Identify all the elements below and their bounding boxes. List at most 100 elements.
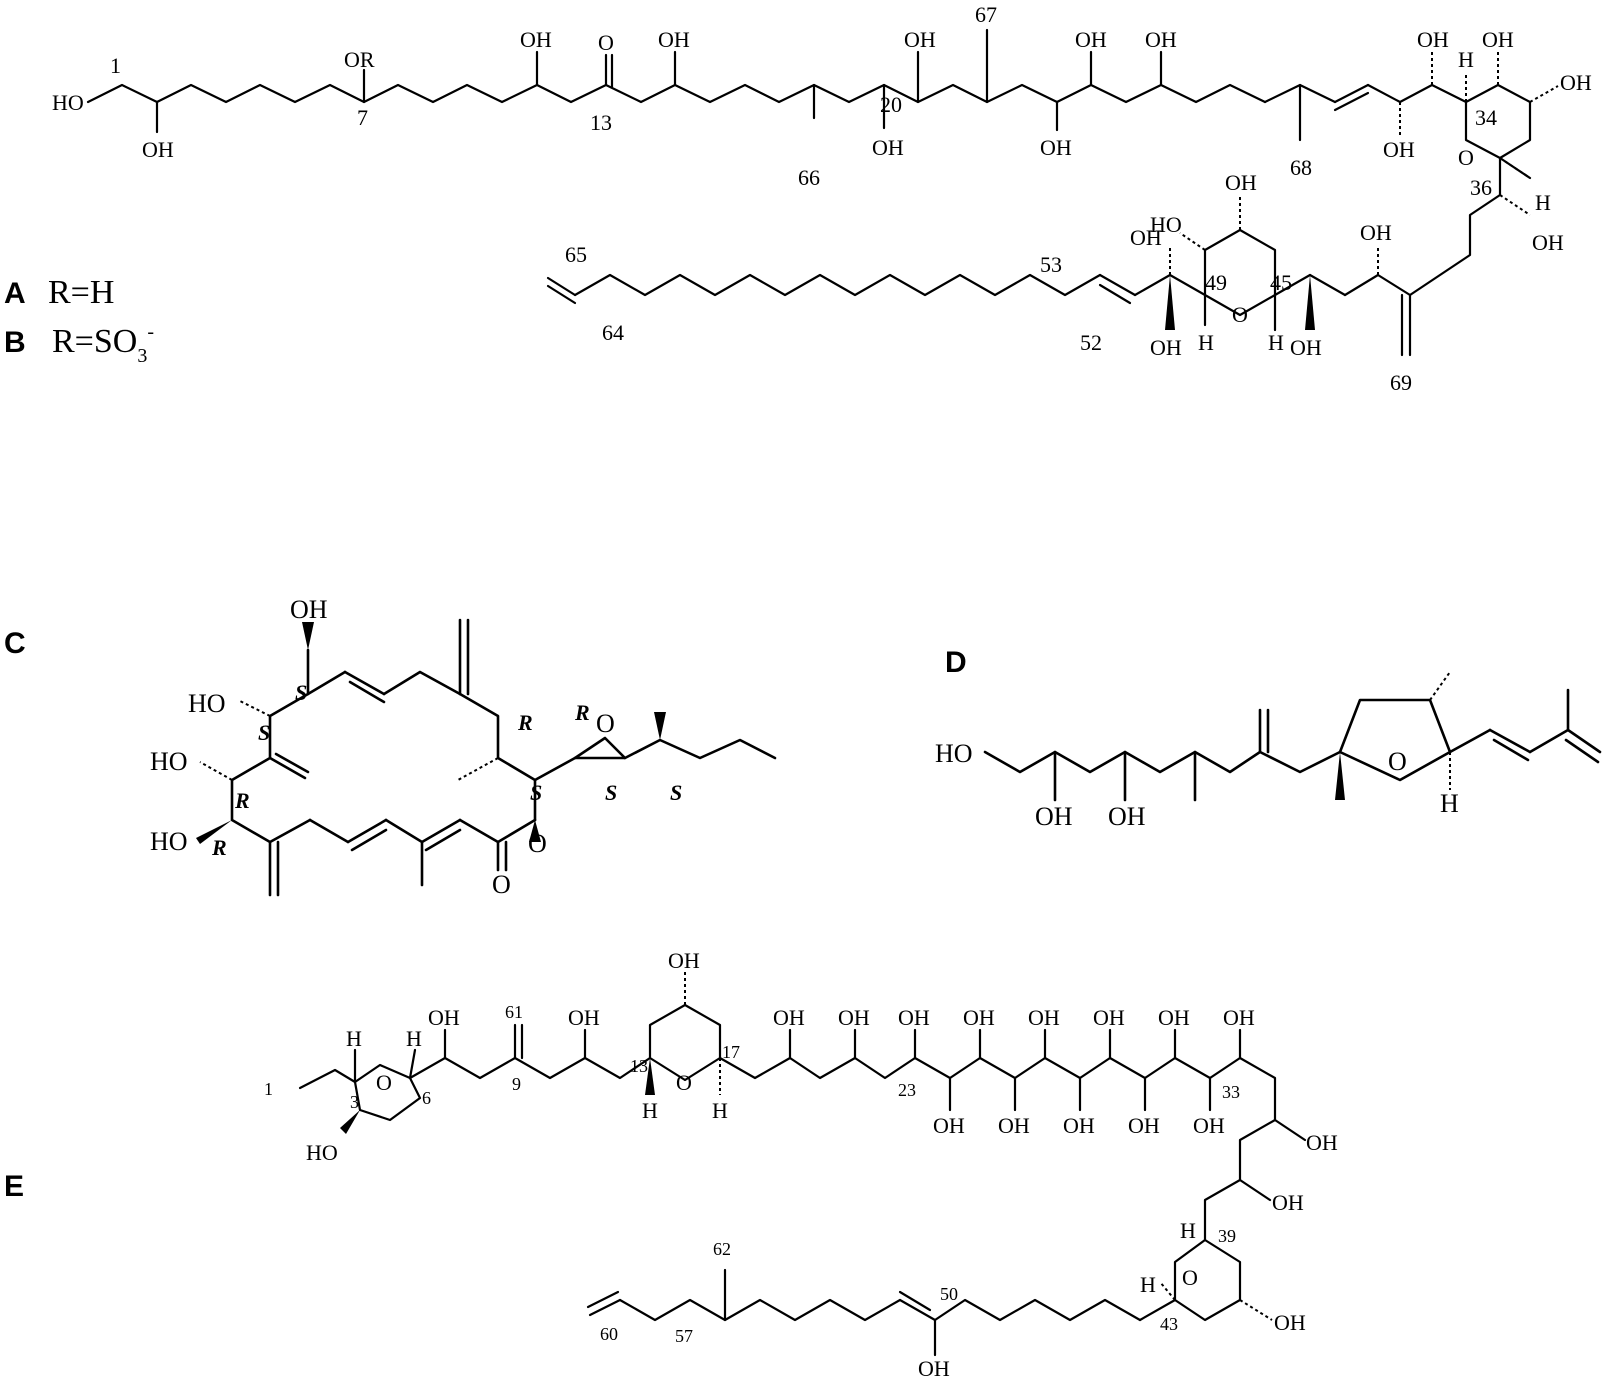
svg-text:HO: HO: [1150, 212, 1182, 237]
svg-text:OH: OH: [773, 1005, 805, 1030]
svg-text:OH: OH: [872, 135, 904, 160]
svg-text:60: 60: [600, 1324, 618, 1344]
svg-text:H: H: [1458, 47, 1474, 72]
svg-text:6: 6: [422, 1088, 431, 1108]
svg-text:1: 1: [110, 53, 121, 78]
svg-text:66: 66: [798, 165, 820, 190]
structure-e-labels: H H O HO OH OH OH O H H OH OH OH OH OH O…: [306, 948, 1338, 1381]
svg-text:OH: OH: [520, 27, 552, 52]
svg-text:H: H: [1440, 789, 1459, 818]
svg-text:OH: OH: [1063, 1113, 1095, 1138]
svg-text:OH: OH: [918, 1356, 950, 1381]
svg-text:OH: OH: [1290, 335, 1322, 360]
svg-text:H: H: [346, 1026, 362, 1051]
svg-text:67: 67: [975, 2, 997, 27]
svg-text:OH: OH: [838, 1005, 870, 1030]
svg-text:36: 36: [1470, 175, 1492, 200]
svg-text:57: 57: [675, 1326, 693, 1346]
legend-a: R=H: [48, 274, 114, 311]
svg-text:OH: OH: [1040, 135, 1072, 160]
svg-text:O: O: [1182, 1265, 1198, 1290]
structure-c-stereo: S S R R R S R S S: [211, 680, 682, 860]
svg-text:OH: OH: [904, 27, 936, 52]
svg-text:OH: OH: [1482, 27, 1514, 52]
svg-text:O: O: [676, 1070, 692, 1095]
svg-text:OH: OH: [1383, 137, 1415, 162]
svg-text:OH: OH: [428, 1005, 460, 1030]
svg-text:O: O: [598, 30, 614, 55]
structure-a-skeleton: [86, 28, 1559, 357]
svg-text:O: O: [1232, 302, 1248, 327]
svg-text:OH: OH: [1108, 802, 1146, 831]
svg-text:OH: OH: [290, 595, 328, 624]
svg-text:S: S: [295, 680, 307, 705]
svg-text:OH: OH: [1145, 27, 1177, 52]
svg-text:65: 65: [565, 242, 587, 267]
svg-text:33: 33: [1222, 1082, 1240, 1102]
svg-text:OH: OH: [1360, 220, 1392, 245]
structure-a-labels: HO OH OR OH O OH OH OH OH OH OH OH OH H …: [52, 27, 1592, 360]
svg-text:64: 64: [602, 320, 624, 345]
svg-text:13: 13: [590, 110, 612, 135]
svg-text:O: O: [1458, 145, 1474, 170]
svg-text:OH: OH: [1274, 1310, 1306, 1335]
panel-label-c: C: [4, 627, 26, 660]
svg-text:OH: OH: [1532, 230, 1564, 255]
svg-text:H: H: [712, 1098, 728, 1123]
svg-text:OH: OH: [1417, 27, 1449, 52]
panel-label-e: E: [4, 1170, 24, 1203]
svg-text:OH: OH: [668, 948, 700, 973]
structure-d-skeleton: [983, 671, 1602, 802]
svg-text:HO: HO: [188, 689, 226, 718]
svg-text:R: R: [517, 710, 533, 735]
svg-text:H: H: [642, 1098, 658, 1123]
structure-e-numbers: 1 3 6 61 9 13 17 23 33 39 43 50 57 60 62: [264, 1002, 1240, 1346]
svg-text:H: H: [1140, 1272, 1156, 1297]
svg-text:OH: OH: [1193, 1113, 1225, 1138]
svg-text:43: 43: [1160, 1314, 1178, 1334]
svg-text:HO: HO: [306, 1140, 338, 1165]
svg-text:69: 69: [1390, 370, 1412, 395]
svg-text:H: H: [1180, 1218, 1196, 1243]
svg-text:50: 50: [940, 1284, 958, 1304]
svg-text:HO: HO: [935, 739, 973, 768]
svg-text:R: R: [234, 788, 250, 813]
structure-e-skeleton: [298, 970, 1307, 1357]
svg-text:S: S: [670, 780, 682, 805]
svg-text:OH: OH: [1130, 225, 1162, 250]
svg-text:S: S: [530, 780, 542, 805]
svg-text:OH: OH: [898, 1005, 930, 1030]
svg-text:OH: OH: [933, 1113, 965, 1138]
svg-text:OH: OH: [1223, 1005, 1255, 1030]
svg-text:OH: OH: [142, 137, 174, 162]
panel-label-d: D: [945, 646, 967, 679]
svg-text:OH: OH: [998, 1113, 1030, 1138]
svg-text:OH: OH: [1035, 802, 1073, 831]
svg-text:61: 61: [505, 1002, 523, 1022]
legend-b: R=SO3-: [52, 321, 154, 367]
svg-text:OH: OH: [1093, 1005, 1125, 1030]
svg-text:OH: OH: [1028, 1005, 1060, 1030]
svg-text:62: 62: [713, 1239, 731, 1259]
svg-text:OH: OH: [658, 27, 690, 52]
svg-text:O: O: [528, 829, 547, 858]
svg-text:OH: OH: [1158, 1005, 1190, 1030]
svg-text:HO: HO: [52, 90, 84, 115]
svg-text:49: 49: [1205, 270, 1227, 295]
structure-a-numbers: 1 7 13 20 66 67 68 34 36 49 45 53 52 65 …: [110, 2, 1497, 395]
svg-text:O: O: [596, 709, 615, 738]
svg-text:OH: OH: [1272, 1190, 1304, 1215]
structure-c-skeleton: [196, 618, 777, 897]
svg-text:1: 1: [264, 1079, 273, 1099]
svg-text:7: 7: [357, 105, 368, 130]
svg-text:OH: OH: [1075, 27, 1107, 52]
svg-text:S: S: [258, 720, 270, 745]
svg-text:HO: HO: [150, 827, 188, 856]
svg-text:H: H: [1535, 190, 1551, 215]
svg-text:OH: OH: [1306, 1130, 1338, 1155]
svg-text:OH: OH: [1128, 1113, 1160, 1138]
svg-text:13: 13: [630, 1056, 648, 1076]
svg-text:53: 53: [1040, 252, 1062, 277]
structure-c-labels: OH HO HO HO O O O: [150, 595, 615, 899]
